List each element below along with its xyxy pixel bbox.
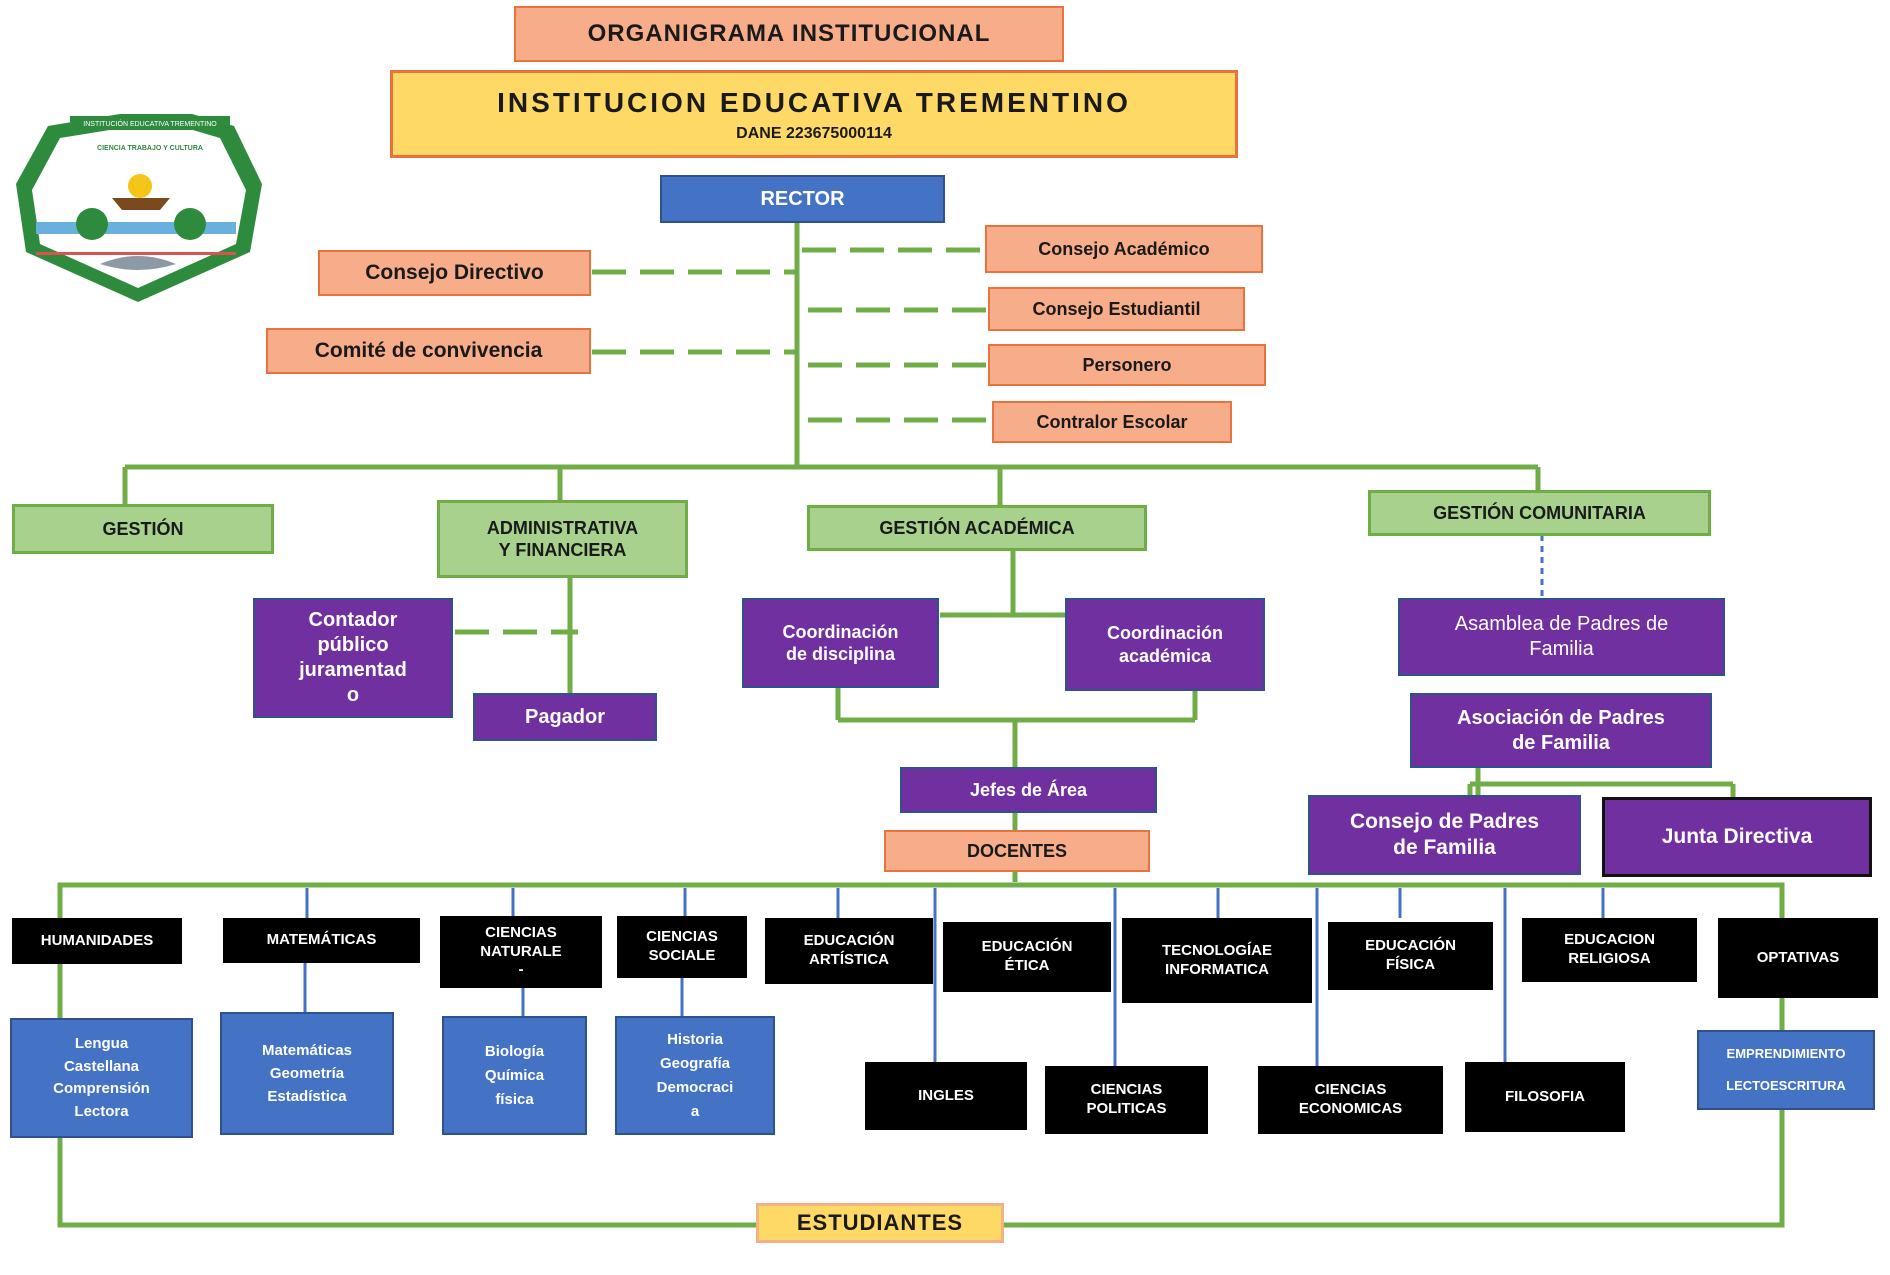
personero-box: Personero [988, 344, 1266, 386]
asociacion-padres-box: Asociación de Padres de Familia [1410, 693, 1712, 768]
asociacion-padres-label: Asociación de Padres de Familia [1457, 706, 1665, 754]
coordinacion-disciplina-box: Coordinación de disciplina [742, 598, 939, 688]
estudiantes-label: ESTUDIANTES [796, 1210, 964, 1236]
subjects-ciencias-naturales: Biología Química física [442, 1016, 587, 1135]
institution-dane: DANE 223675000114 [736, 124, 892, 142]
area-label: TECNOLOGÍAE INFORMATICA [1161, 941, 1272, 978]
area-label: MATEMÁTICAS [266, 931, 377, 949]
sun-icon [128, 174, 152, 198]
junta-directiva-label: Junta Directiva [1661, 824, 1813, 848]
jefes-area-label: Jefes de Área [969, 779, 1088, 800]
fish-icon [100, 256, 176, 270]
pagador-box: Pagador [473, 693, 657, 741]
subjects-label: Matemáticas Geometría Estadística [261, 1041, 353, 1106]
boat-icon [112, 198, 170, 210]
blue-connectors [303, 535, 1605, 1068]
gestion-academica-box: GESTIÓN ACADÉMICA [807, 505, 1147, 551]
pagador-label: Pagador [524, 705, 606, 728]
asamblea-padres-box: Asamblea de Padres de Familia [1398, 598, 1725, 676]
area-educacion-religiosa: EDUCACION RELIGIOSA [1522, 918, 1697, 982]
subjects-humanidades: Lengua Castellana Comprensión Lectora [10, 1018, 193, 1138]
coordinacion-disciplina-label: Coordinación de disciplina [782, 621, 899, 665]
subject-ciencias-politicas: CIENCIAS POLITICAS [1045, 1066, 1208, 1134]
school-shield-logo: INSTITUCIÓN EDUCATIVA TREMENTINO CIENCIA… [16, 114, 262, 302]
subject-filosofia: FILOSOFIA [1465, 1062, 1625, 1132]
comite-convivencia-box: Comité de convivencia [266, 328, 591, 374]
consejo-padres-label: Consejo de Padres de Familia [1349, 809, 1540, 859]
gestion-label: GESTIÓN [102, 518, 184, 539]
coordinacion-academica-label: Coordinación académica [1107, 623, 1223, 666]
area-label: EDUCACIÓN ÉTICA [981, 938, 1073, 974]
contralor-escolar-box: Contralor Escolar [992, 401, 1232, 443]
tree-icon [174, 208, 206, 240]
area-educacion-fisica: EDUCACIÓN FÍSICA [1328, 922, 1493, 990]
chart-title: ORGANIGRAMA INSTITUCIONAL [514, 6, 1064, 62]
junta-directiva-box: Junta Directiva [1602, 797, 1872, 877]
administrativa-financiera-label: ADMINISTRATIVA Y FINANCIERA [486, 517, 639, 561]
subject-label: CIENCIAS ECONOMICAS [1298, 1081, 1403, 1117]
consejo-padres-box: Consejo de Padres de Familia [1308, 795, 1581, 875]
gestion-academica-label: GESTIÓN ACADÉMICA [879, 517, 1075, 538]
subject-label: FILOSOFIA [1505, 1087, 1585, 1105]
subjects-label: Historia Geografía Democraci a [656, 1030, 734, 1120]
asamblea-padres-label: Asamblea de Padres de Familia [1454, 613, 1669, 660]
consejo-estudiantil-label: Consejo Estudiantil [1032, 298, 1201, 319]
coordinacion-academica-box: Coordinación académica [1065, 598, 1265, 691]
estudiantes-box: ESTUDIANTES [756, 1203, 1004, 1243]
institution-header: INSTITUCION EDUCATIVA TREMENTINO DANE 22… [390, 70, 1238, 158]
consejo-academico-box: Consejo Académico [985, 225, 1263, 273]
subjects-label: Biología Química física [484, 1042, 545, 1108]
subjects-optativas: EMPRENDIMIENTO LECTOESCRITURA [1697, 1030, 1875, 1110]
area-optativas: OPTATIVAS [1718, 918, 1878, 998]
dashed-connectors [455, 247, 994, 635]
docentes-box: DOCENTES [884, 830, 1150, 872]
area-label: CIENCIAS NATURALE - [480, 923, 562, 979]
subjects-label: EMPRENDIMIENTO LECTOESCRITURA [1726, 1045, 1846, 1094]
consejo-directivo-box: Consejo Directivo [318, 250, 591, 296]
area-label: EDUCACIÓN FÍSICA [1365, 937, 1456, 973]
area-label: OPTATIVAS [1756, 948, 1840, 966]
rector-label: RECTOR [760, 187, 845, 210]
subjects-label: Lengua Castellana Comprensión Lectora [53, 1035, 150, 1120]
administrativa-financiera-box: ADMINISTRATIVA Y FINANCIERA [437, 500, 688, 578]
contador-publico-box: Contador público juramentad o [253, 598, 453, 718]
subject-label: INGLES [918, 1086, 974, 1104]
area-label: EDUCACIÓN ARTÍSTICA [803, 932, 895, 968]
subject-label: CIENCIAS POLITICAS [1086, 1081, 1167, 1117]
contador-publico-label: Contador público juramentad o [299, 609, 407, 706]
gestion-comunitaria-box: GESTIÓN COMUNITARIA [1368, 490, 1711, 536]
rector-box: RECTOR [660, 175, 945, 223]
consejo-academico-label: Consejo Académico [1038, 238, 1210, 259]
subject-ingles: INGLES [865, 1062, 1027, 1130]
logo-banner [70, 116, 230, 130]
subject-ciencias-economicas: CIENCIAS ECONOMICAS [1258, 1066, 1443, 1134]
logo-motto-text: CIENCIA TRABAJO Y CULTURA [97, 145, 203, 152]
tree-icon [76, 208, 108, 240]
comite-convivencia-label: Comité de convivencia [314, 338, 543, 362]
area-humanidades: HUMANIDADES [12, 918, 182, 964]
area-tecnologia-informatica: TECNOLOGÍAE INFORMATICA [1122, 918, 1312, 1003]
chart-title-text: ORGANIGRAMA INSTITUCIONAL [587, 20, 991, 47]
area-label: HUMANIDADES [40, 931, 154, 949]
area-label: CIENCIAS SOCIALE [646, 928, 718, 964]
contralor-escolar-label: Contralor Escolar [1036, 411, 1188, 432]
area-educacion-etica: EDUCACIÓN ÉTICA [943, 922, 1111, 992]
area-ciencias-sociales: CIENCIAS SOCIALE [617, 916, 747, 978]
consejo-directivo-label: Consejo Directivo [365, 260, 544, 284]
subjects-matematicas: Matemáticas Geometría Estadística [220, 1012, 394, 1135]
area-educacion-artistica: EDUCACIÓN ARTÍSTICA [765, 918, 933, 984]
subjects-ciencias-sociales: Historia Geografía Democraci a [615, 1016, 775, 1135]
consejo-estudiantil-box: Consejo Estudiantil [988, 287, 1245, 331]
area-label: EDUCACION RELIGIOSA [1564, 931, 1655, 967]
area-ciencias-naturales: CIENCIAS NATURALE - [440, 916, 602, 988]
gestion-box: GESTIÓN [12, 504, 274, 554]
institution-name: INSTITUCION EDUCATIVA TREMENTINO [497, 86, 1131, 118]
jefes-area-box: Jefes de Área [900, 767, 1157, 813]
personero-label: Personero [1082, 354, 1172, 375]
gestion-comunitaria-label: GESTIÓN COMUNITARIA [1433, 502, 1646, 523]
logo-banner-text: INSTITUCIÓN EDUCATIVA TREMENTINO [83, 119, 217, 128]
area-matematicas: MATEMÁTICAS [223, 918, 420, 963]
docentes-label: DOCENTES [966, 840, 1067, 861]
